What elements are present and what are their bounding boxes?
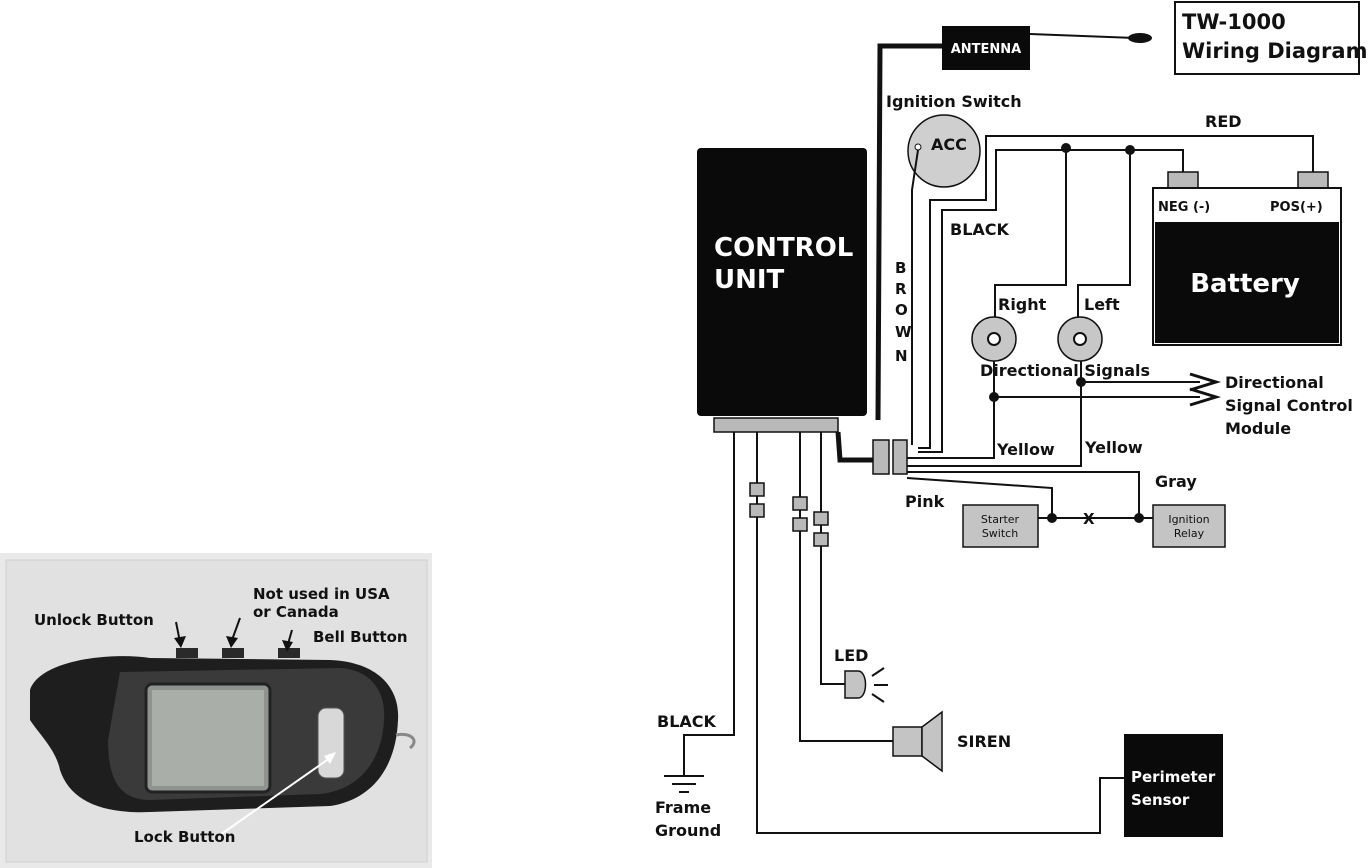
lock-button-label: Lock Button [134, 828, 235, 846]
bell-button-label: Bell Button [313, 628, 408, 646]
signal-module-line3: Module [1225, 419, 1291, 438]
frame-ground-line1: Frame [655, 798, 711, 817]
ignition-switch-label: Ignition Switch [886, 92, 1022, 111]
antenna: ANTENNA [875, 26, 1152, 421]
remote-photo: Unlock Button Not used in USA or Canada … [0, 553, 432, 868]
gray-wire-label: Gray [1155, 472, 1197, 491]
frame-ground-line2: Ground [655, 821, 721, 840]
directional-signals: Right Left Directional Signals Direction… [971, 295, 1353, 438]
left-label: Left [1084, 295, 1120, 314]
right-label: Right [998, 295, 1047, 314]
brown-letter-o: O [895, 301, 908, 319]
control-unit: CONTROL UNIT [697, 148, 867, 433]
title-box: TW-1000 Wiring Diagram [1174, 1, 1367, 75]
yellow-wire-right-label: Yellow [1084, 438, 1143, 457]
battery-pos-label: POS(+) [1270, 200, 1323, 215]
red-wire-label: RED [1205, 112, 1242, 131]
harness-wires [835, 135, 1314, 518]
brown-letter-b: B [895, 259, 906, 277]
black-ground-wire-label: BLACK [657, 712, 717, 731]
control-unit-connector [713, 417, 839, 433]
signal-module-line2: Signal Control [1225, 396, 1353, 415]
brown-letter-r: R [895, 280, 907, 298]
brown-letter-n: N [895, 347, 908, 365]
not-used-label-line2: or Canada [253, 603, 339, 621]
perimeter-sensor-line1: Perimeter [1131, 768, 1216, 786]
yellow-wire-left-label: Yellow [996, 440, 1055, 459]
ground-icon [664, 775, 704, 793]
battery: NEG (-) POS(+) Battery [1152, 171, 1342, 346]
led-label: LED [834, 646, 868, 665]
starter-circuit: Starter Switch Ignition Relay X [962, 504, 1226, 548]
title-line1: TW-1000 [1182, 10, 1286, 34]
title-line2: Wiring Diagram [1182, 39, 1367, 63]
lower-harness: BLACK Frame Ground LED SIREN Perimeter S… [655, 432, 1223, 840]
cut-mark: X [1083, 510, 1095, 528]
battery-label: Battery [1190, 269, 1300, 299]
pink-wire-label: Pink [905, 492, 945, 511]
starter-switch-line2: Switch [982, 527, 1018, 540]
starter-switch-line1: Starter [981, 513, 1020, 526]
not-used-label-line1: Not used in USA [253, 585, 390, 603]
black-wire-label: BLACK [950, 220, 1010, 239]
ignition-switch: Ignition Switch ACC [886, 92, 1022, 188]
led-icon [844, 667, 888, 703]
antenna-label: ANTENNA [951, 42, 1022, 57]
siren-label: SIREN [957, 732, 1011, 751]
perimeter-sensor-line2: Sensor [1131, 791, 1190, 809]
acc-label: ACC [931, 135, 967, 154]
wire-labels: RED BLACK B R O W N Yellow Yellow Pink G… [895, 112, 1242, 511]
perimeter-sensor-box [1124, 734, 1223, 837]
antenna-tip-icon [1128, 33, 1152, 43]
brown-letter-w: W [895, 323, 912, 341]
control-unit-line1: CONTROL [714, 233, 853, 263]
signal-module-line1: Directional [1225, 373, 1324, 392]
ignition-relay-line2: Relay [1174, 527, 1205, 540]
ignition-relay-line1: Ignition [1168, 513, 1209, 526]
directional-signals-label: Directional Signals [980, 361, 1150, 380]
unlock-button-label: Unlock Button [34, 611, 154, 629]
siren-icon [892, 710, 943, 773]
control-unit-line2: UNIT [714, 265, 785, 295]
battery-neg-label: NEG (-) [1158, 200, 1210, 215]
